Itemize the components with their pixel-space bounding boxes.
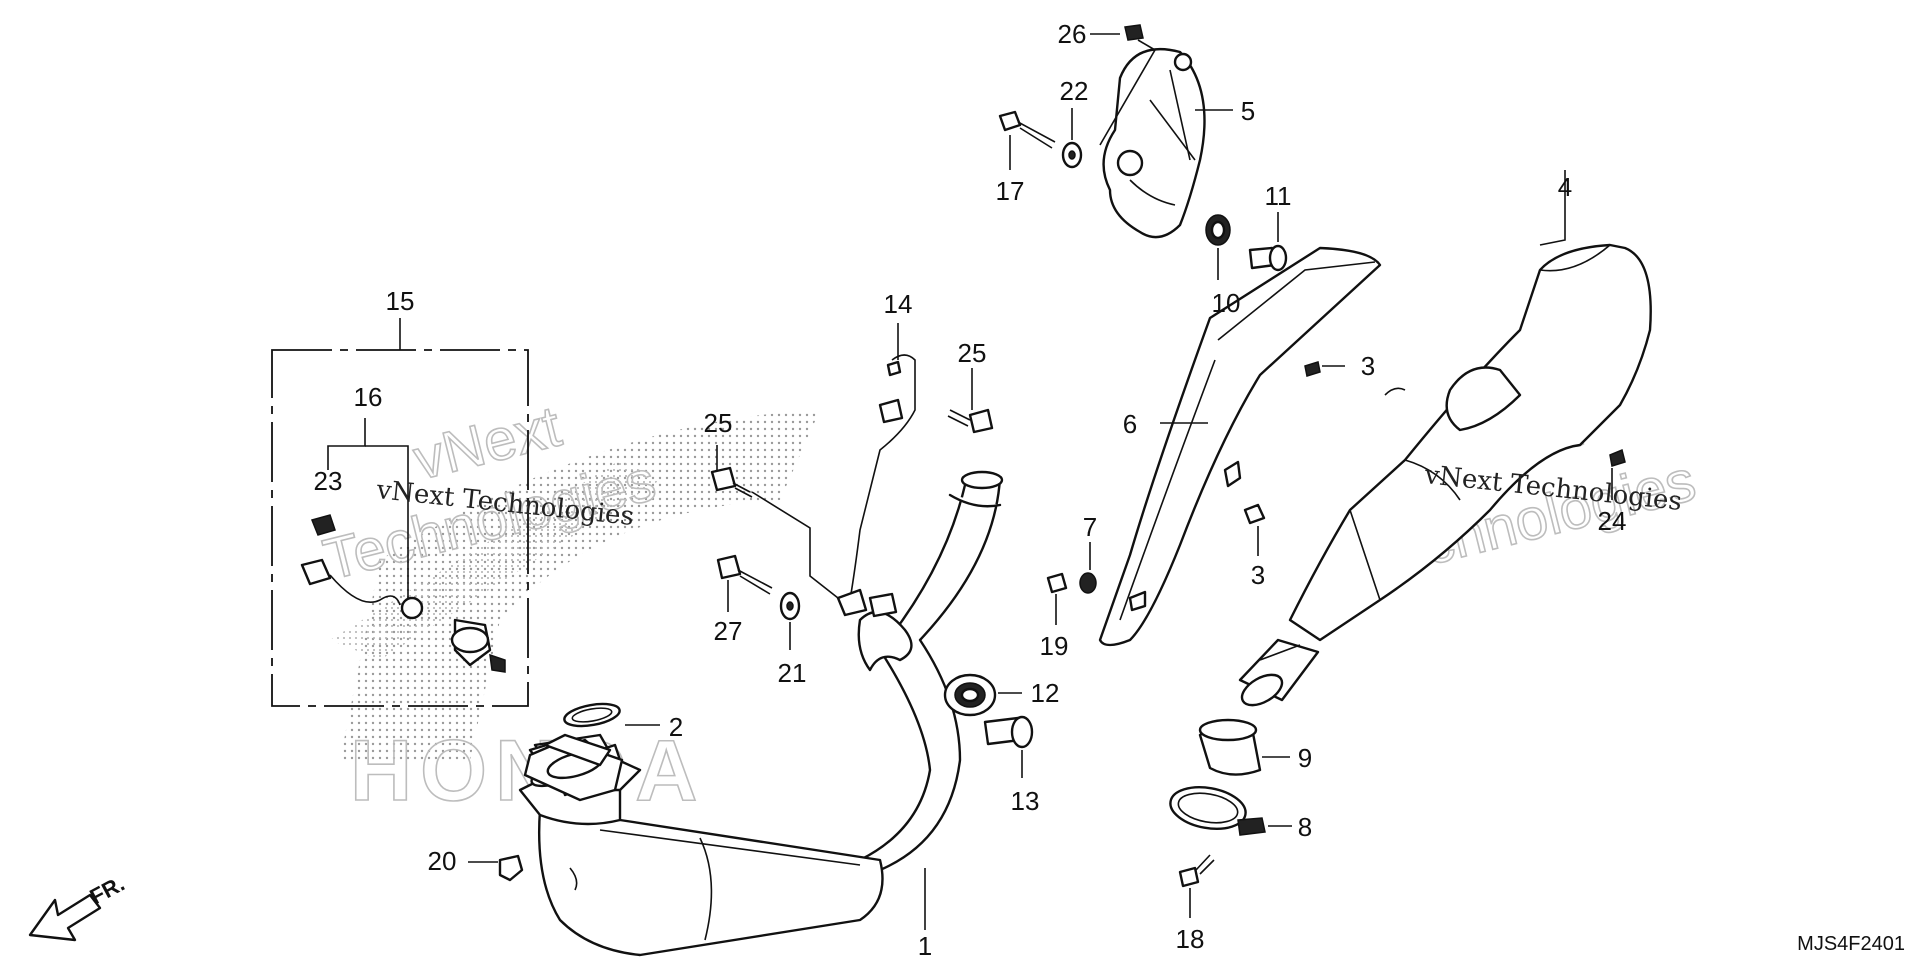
callout-20: 20 [428, 846, 457, 876]
callout-7: 7 [1083, 512, 1097, 542]
callout-17: 17 [996, 176, 1025, 206]
callout-6: 6 [1123, 409, 1137, 439]
callout-5: 5 [1241, 96, 1255, 126]
bolt-part-17 [998, 110, 1056, 170]
heat-shield-part-6 [1098, 246, 1382, 647]
callout-26: 26 [1058, 19, 1087, 49]
callout-10: 10 [1212, 288, 1241, 318]
bolt-part-18 [1178, 854, 1215, 918]
bolt-part-25-a [710, 445, 839, 599]
callout-labels: 1 2 3 3 4 5 6 7 8 9 10 11 12 13 14 15 16… [314, 19, 1627, 960]
gasket-part-2 [563, 702, 660, 728]
bolt-part-25-b [947, 368, 994, 434]
gasket-part-9 [1198, 718, 1290, 776]
callout-4: 4 [1558, 172, 1572, 202]
callout-21: 21 [778, 658, 807, 688]
nut-part-7 [1079, 542, 1097, 594]
callout-9: 9 [1298, 743, 1312, 773]
pipe-bracket [857, 592, 913, 672]
clip-part-3-a [1304, 361, 1345, 377]
washer-part-21 [779, 591, 801, 650]
collar-part-11 [1248, 212, 1288, 272]
wire-part-14 [836, 323, 916, 617]
callout-25-b: 25 [958, 338, 987, 368]
callout-12: 12 [1031, 678, 1060, 708]
bolt-part-20 [468, 854, 524, 882]
callout-1: 1 [918, 931, 932, 960]
grommet-part-12 [943, 673, 1022, 717]
callout-22: 22 [1060, 76, 1089, 106]
callout-2: 2 [669, 712, 683, 742]
bolt-part-27 [716, 554, 773, 612]
bolt-part-19 [1046, 572, 1068, 625]
callout-23: 23 [314, 466, 343, 496]
callout-16: 16 [354, 382, 383, 412]
grommet-part-10 [1205, 214, 1231, 280]
callout-18: 18 [1176, 924, 1205, 954]
group-box-15 [271, 318, 529, 707]
arrow-down-left-icon [28, 893, 102, 942]
bracket-part-5 [1099, 47, 1233, 239]
clamp-part-8 [1169, 786, 1292, 836]
callout-3-b: 3 [1251, 560, 1265, 590]
callout-8: 8 [1298, 812, 1312, 842]
diagram-code: MJS4F2401 [1797, 933, 1905, 955]
callout-14: 14 [884, 289, 913, 319]
callout-15: 15 [386, 286, 415, 316]
sensor-assembly-part-15 [300, 514, 506, 673]
exhaust-pipe-part-1 [518, 470, 1004, 957]
collar-part-13 [983, 715, 1034, 778]
muffler-part-4 [1238, 170, 1652, 707]
callout-13: 13 [1011, 786, 1040, 816]
callout-25-a: 25 [704, 408, 733, 438]
front-direction-marker: FR. [28, 871, 129, 942]
bolt-part-26 [1090, 24, 1156, 51]
callout-11: 11 [1265, 181, 1292, 211]
nut-part-24 [1609, 448, 1626, 500]
callout-3-a: 3 [1361, 351, 1375, 381]
washer-part-22 [1061, 108, 1083, 169]
clip-part-3-b [1243, 503, 1266, 556]
callout-19: 19 [1040, 631, 1069, 661]
callout-24: 24 [1598, 506, 1627, 536]
callout-27: 27 [714, 616, 743, 646]
